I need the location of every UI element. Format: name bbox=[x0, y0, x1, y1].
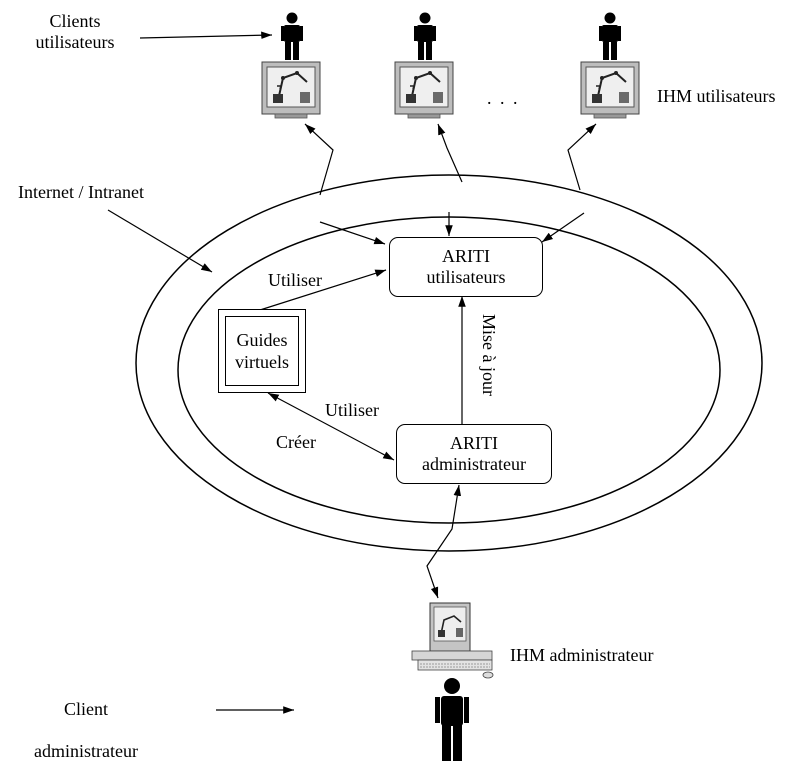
arrow-admin-link bbox=[426, 484, 462, 599]
arrow-in-3 bbox=[541, 212, 585, 243]
use-bottom-label: Utiliser bbox=[325, 400, 379, 420]
ihm-users-label: IHM utilisateurs bbox=[657, 86, 776, 106]
arrow-use-create bbox=[267, 392, 395, 461]
ihm-admin-label: IHM administrateur bbox=[510, 645, 654, 665]
more-monitors-ellipsis: . . . bbox=[487, 88, 520, 108]
clients-users-line2: utilisateurs bbox=[35, 32, 115, 52]
client-admin-label: Client administrateur bbox=[12, 688, 160, 772]
arrow-network bbox=[107, 209, 213, 273]
ariti-users-box: ARITI utilisateurs bbox=[389, 237, 543, 297]
guides-virtual-box: Guides virtuels bbox=[218, 309, 306, 393]
user-figure-icon bbox=[599, 12, 621, 60]
monitor-robot-icon bbox=[580, 61, 640, 119]
computer-workstation-icon bbox=[411, 602, 494, 679]
arrow-to-monitor-3 bbox=[567, 123, 597, 191]
arrow-in-1 bbox=[319, 221, 386, 245]
ariti-admin-line2: administrateur bbox=[422, 454, 526, 474]
use-top-label: Utiliser bbox=[268, 270, 322, 290]
client-admin-line1: Client bbox=[64, 699, 108, 719]
ariti-admin-line1: ARITI bbox=[450, 433, 498, 453]
create-label: Créer bbox=[276, 432, 316, 452]
clients-users-line1: Clients bbox=[49, 11, 101, 31]
monitor-robot-icon bbox=[261, 61, 321, 119]
admin-figure-icon bbox=[435, 678, 469, 761]
ariti-admin-box: ARITI administrateur bbox=[396, 424, 552, 484]
arrow-to-monitor-2 bbox=[437, 123, 463, 183]
clients-users-label: Clients utilisateurs bbox=[28, 11, 122, 53]
guides-line1: Guides bbox=[236, 330, 288, 350]
arrow-use-top bbox=[259, 269, 387, 311]
ariti-users-line1: ARITI bbox=[442, 246, 490, 266]
arrow-clients bbox=[139, 31, 273, 40]
guides-line2: virtuels bbox=[235, 352, 289, 372]
ariti-users-line2: utilisateurs bbox=[426, 267, 506, 287]
network-label: Internet / Intranet bbox=[18, 182, 144, 202]
guides-virtual-inner: Guides virtuels bbox=[225, 316, 299, 386]
arrow-to-monitor-1 bbox=[304, 123, 334, 196]
update-label: Mise à jour bbox=[479, 314, 499, 396]
user-figure-icon bbox=[414, 12, 436, 60]
user-figure-icon bbox=[281, 12, 303, 60]
client-admin-line2: administrateur bbox=[34, 741, 138, 761]
monitor-robot-icon bbox=[394, 61, 454, 119]
